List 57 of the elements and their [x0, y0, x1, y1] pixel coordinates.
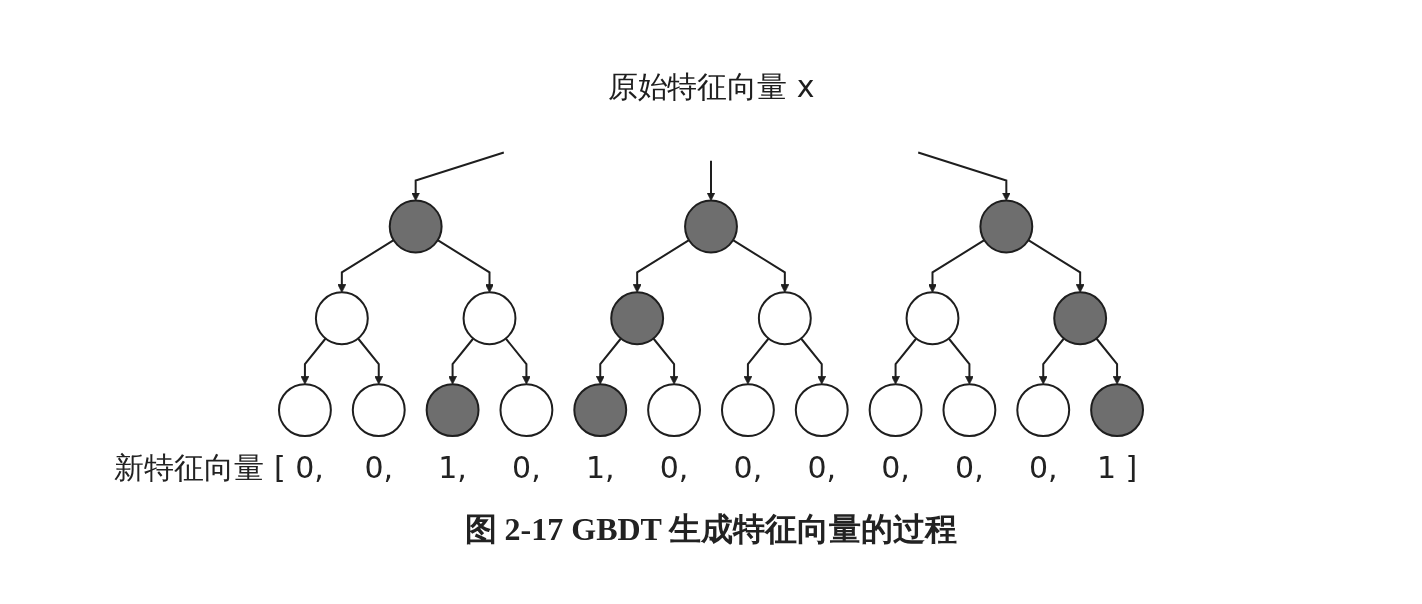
vector-caption: 新特征向量: [114, 450, 264, 486]
arrow: [595, 337, 622, 385]
vector-value: 0,: [807, 450, 837, 486]
node-circle: [647, 383, 701, 437]
node-circle: [462, 291, 517, 346]
node-circle: [868, 383, 923, 437]
arrow: [706, 159, 716, 201]
arrow: [800, 337, 827, 385]
vector-value: 0,: [364, 450, 394, 486]
arrow: [1027, 239, 1085, 293]
node-circle: [610, 291, 665, 346]
node-circle: [388, 199, 443, 254]
vector-value: 0,: [1028, 450, 1058, 486]
node-circle: [757, 291, 812, 346]
arrow: [300, 337, 327, 385]
vector-value: 1,: [438, 450, 467, 486]
node-circle: [1053, 291, 1108, 346]
arrow: [891, 337, 918, 385]
node-circle: [721, 383, 775, 437]
node-circle: [684, 199, 738, 254]
node-circle: [314, 291, 369, 346]
node-text: 原始特征向量 x: [607, 68, 815, 104]
figure-caption: 图 2-17 GBDT 生成特征向量的过程: [464, 511, 958, 547]
node-circle: [905, 291, 960, 346]
vector-value: 0,: [733, 450, 763, 486]
node-circle: [942, 383, 997, 437]
arrow: [357, 337, 384, 385]
arrow: [743, 337, 770, 385]
node-circle: [351, 383, 406, 437]
node-circle: [573, 383, 628, 437]
node-circle: [1090, 383, 1144, 437]
arrow: [337, 239, 395, 293]
node-circle: [1016, 383, 1071, 437]
node-circle: [278, 383, 332, 437]
node-circle: [499, 383, 554, 437]
arrow: [732, 239, 790, 293]
node-circle: [979, 199, 1034, 254]
vector-value: 0,: [659, 450, 689, 486]
arrow: [1038, 337, 1065, 385]
vector-value: 0,: [512, 450, 541, 486]
arrow: [917, 151, 1011, 201]
arrow: [652, 337, 679, 385]
arrow: [632, 239, 690, 293]
arrow: [928, 239, 986, 293]
arrow: [436, 239, 494, 293]
vector-value: 1,: [585, 450, 615, 486]
vector-value: 1 ]: [1096, 450, 1138, 486]
arrow: [504, 337, 531, 385]
node-circle: [794, 383, 849, 437]
arrow: [448, 337, 475, 385]
arrow: [411, 151, 505, 201]
arrow: [947, 337, 974, 385]
node-circle: [425, 383, 480, 437]
arrow: [1095, 337, 1122, 385]
vector-value: [ 0,: [274, 450, 324, 486]
vector-value: 0,: [881, 450, 910, 486]
vector-value: 0,: [955, 450, 984, 486]
